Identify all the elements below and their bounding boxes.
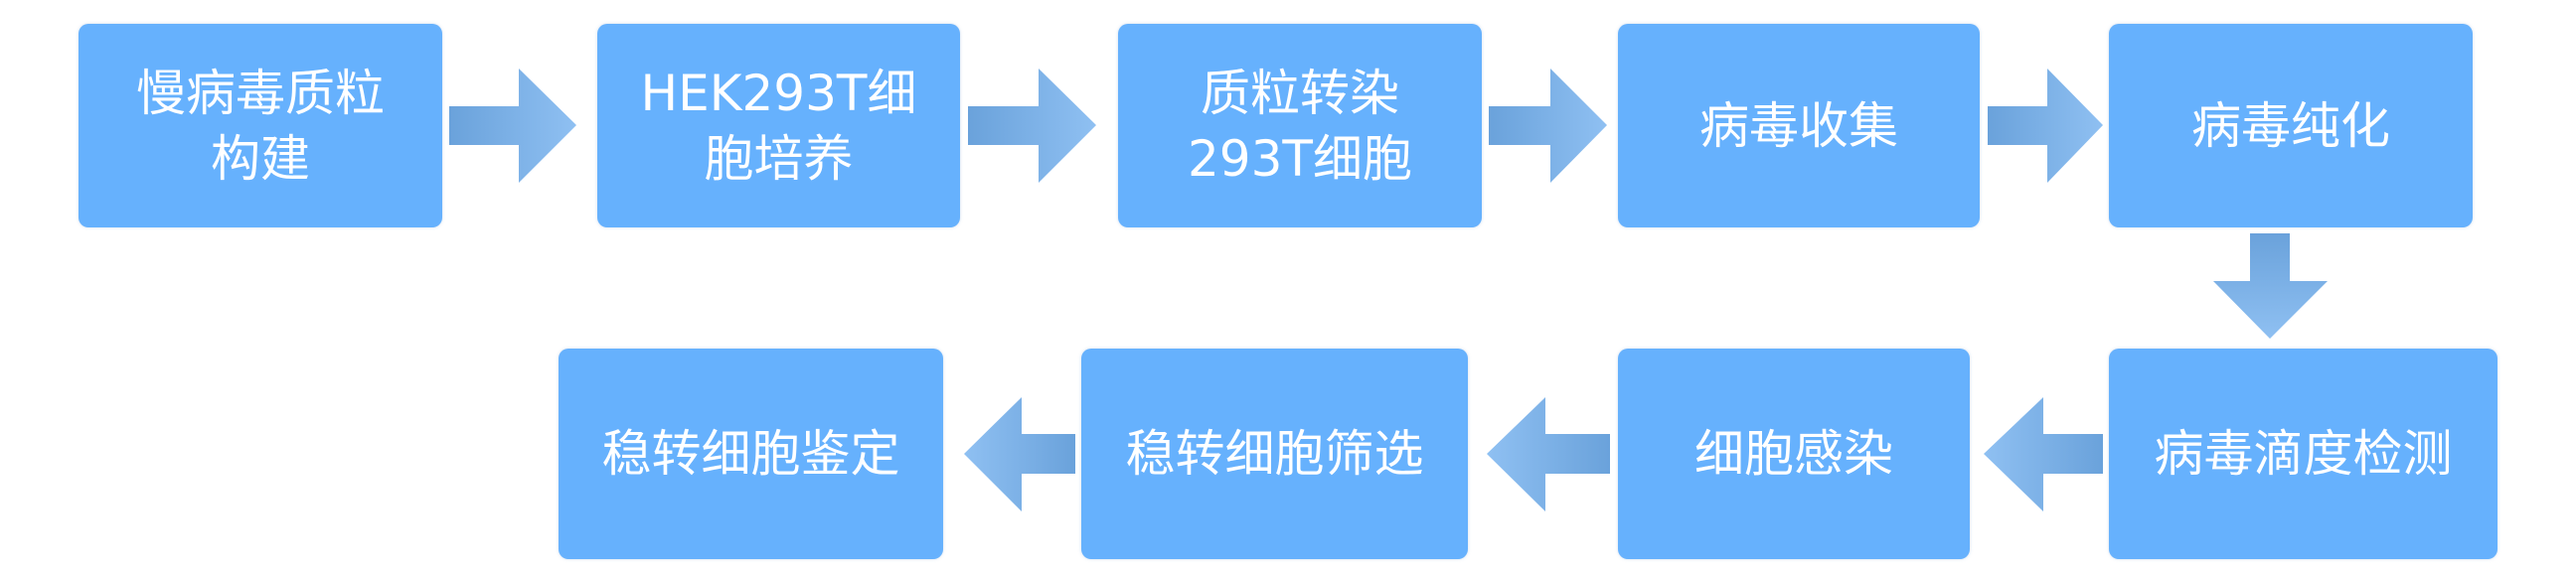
step-stable-cell-identification: 稳转细胞鉴定 [559,349,943,559]
step-plasmid-construction: 慢病毒质粒构建 [79,24,442,227]
step-label: 细胞感染 [1694,425,1893,483]
step-stable-cell-screening: 稳转细胞筛选 [1081,349,1468,559]
step-label: 稳转细胞筛选 [1125,425,1424,483]
step-virus-collection: 病毒收集 [1618,24,1980,227]
arrow-right-icon [1988,69,2103,183]
step-virus-titer: 病毒滴度检测 [2109,349,2497,559]
step-plasmid-transfection: 质粒转染 293T细胞 [1118,24,1482,227]
arrow-left-icon [1487,397,1610,511]
step-label: HEK293T细 [640,64,917,122]
step-label: 构建 [211,129,310,188]
arrow-right-icon [968,69,1096,183]
step-label: 稳转细胞鉴定 [601,425,900,483]
arrow-left-icon [1984,397,2103,511]
step-cell-infection: 细胞感染 [1618,349,1970,559]
step-label: 慢病毒质粒 [136,64,385,122]
step-label: 病毒滴度检测 [2154,425,2453,483]
arrow-left-icon [964,397,1075,511]
arrow-down-icon [2213,233,2328,339]
step-label: 293T细胞 [1188,129,1412,188]
step-virus-purification: 病毒纯化 [2109,24,2473,227]
step-label: 病毒收集 [1699,96,1898,155]
step-label: 胞培养 [704,129,854,188]
arrow-right-icon [1489,69,1607,183]
arrow-right-icon [449,69,576,183]
step-label: 病毒纯化 [2191,96,2390,155]
step-hek293t-culture: HEK293T细胞培养 [597,24,960,227]
step-label: 质粒转染 [1200,64,1399,122]
